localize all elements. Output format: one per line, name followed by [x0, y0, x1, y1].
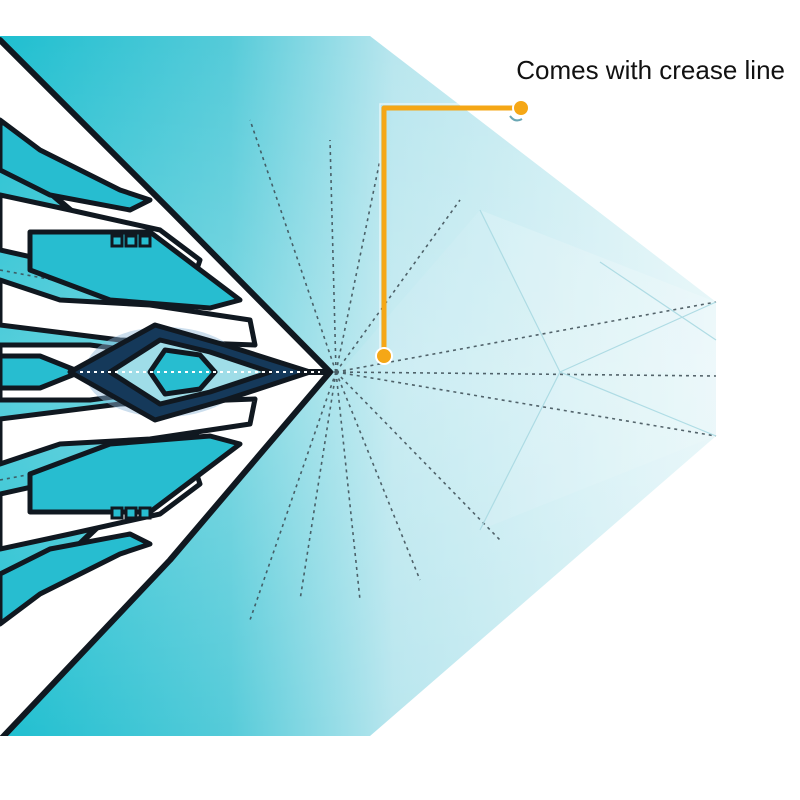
paper-sheet — [0, 36, 716, 736]
jet-graphic — [0, 37, 333, 736]
fold-edges — [479, 209, 717, 531]
callout-dot-icon — [375, 347, 393, 365]
callout-dot-icon — [512, 99, 530, 117]
callout-label: Comes with crease line — [516, 55, 785, 85]
callout-pointer — [375, 99, 530, 365]
